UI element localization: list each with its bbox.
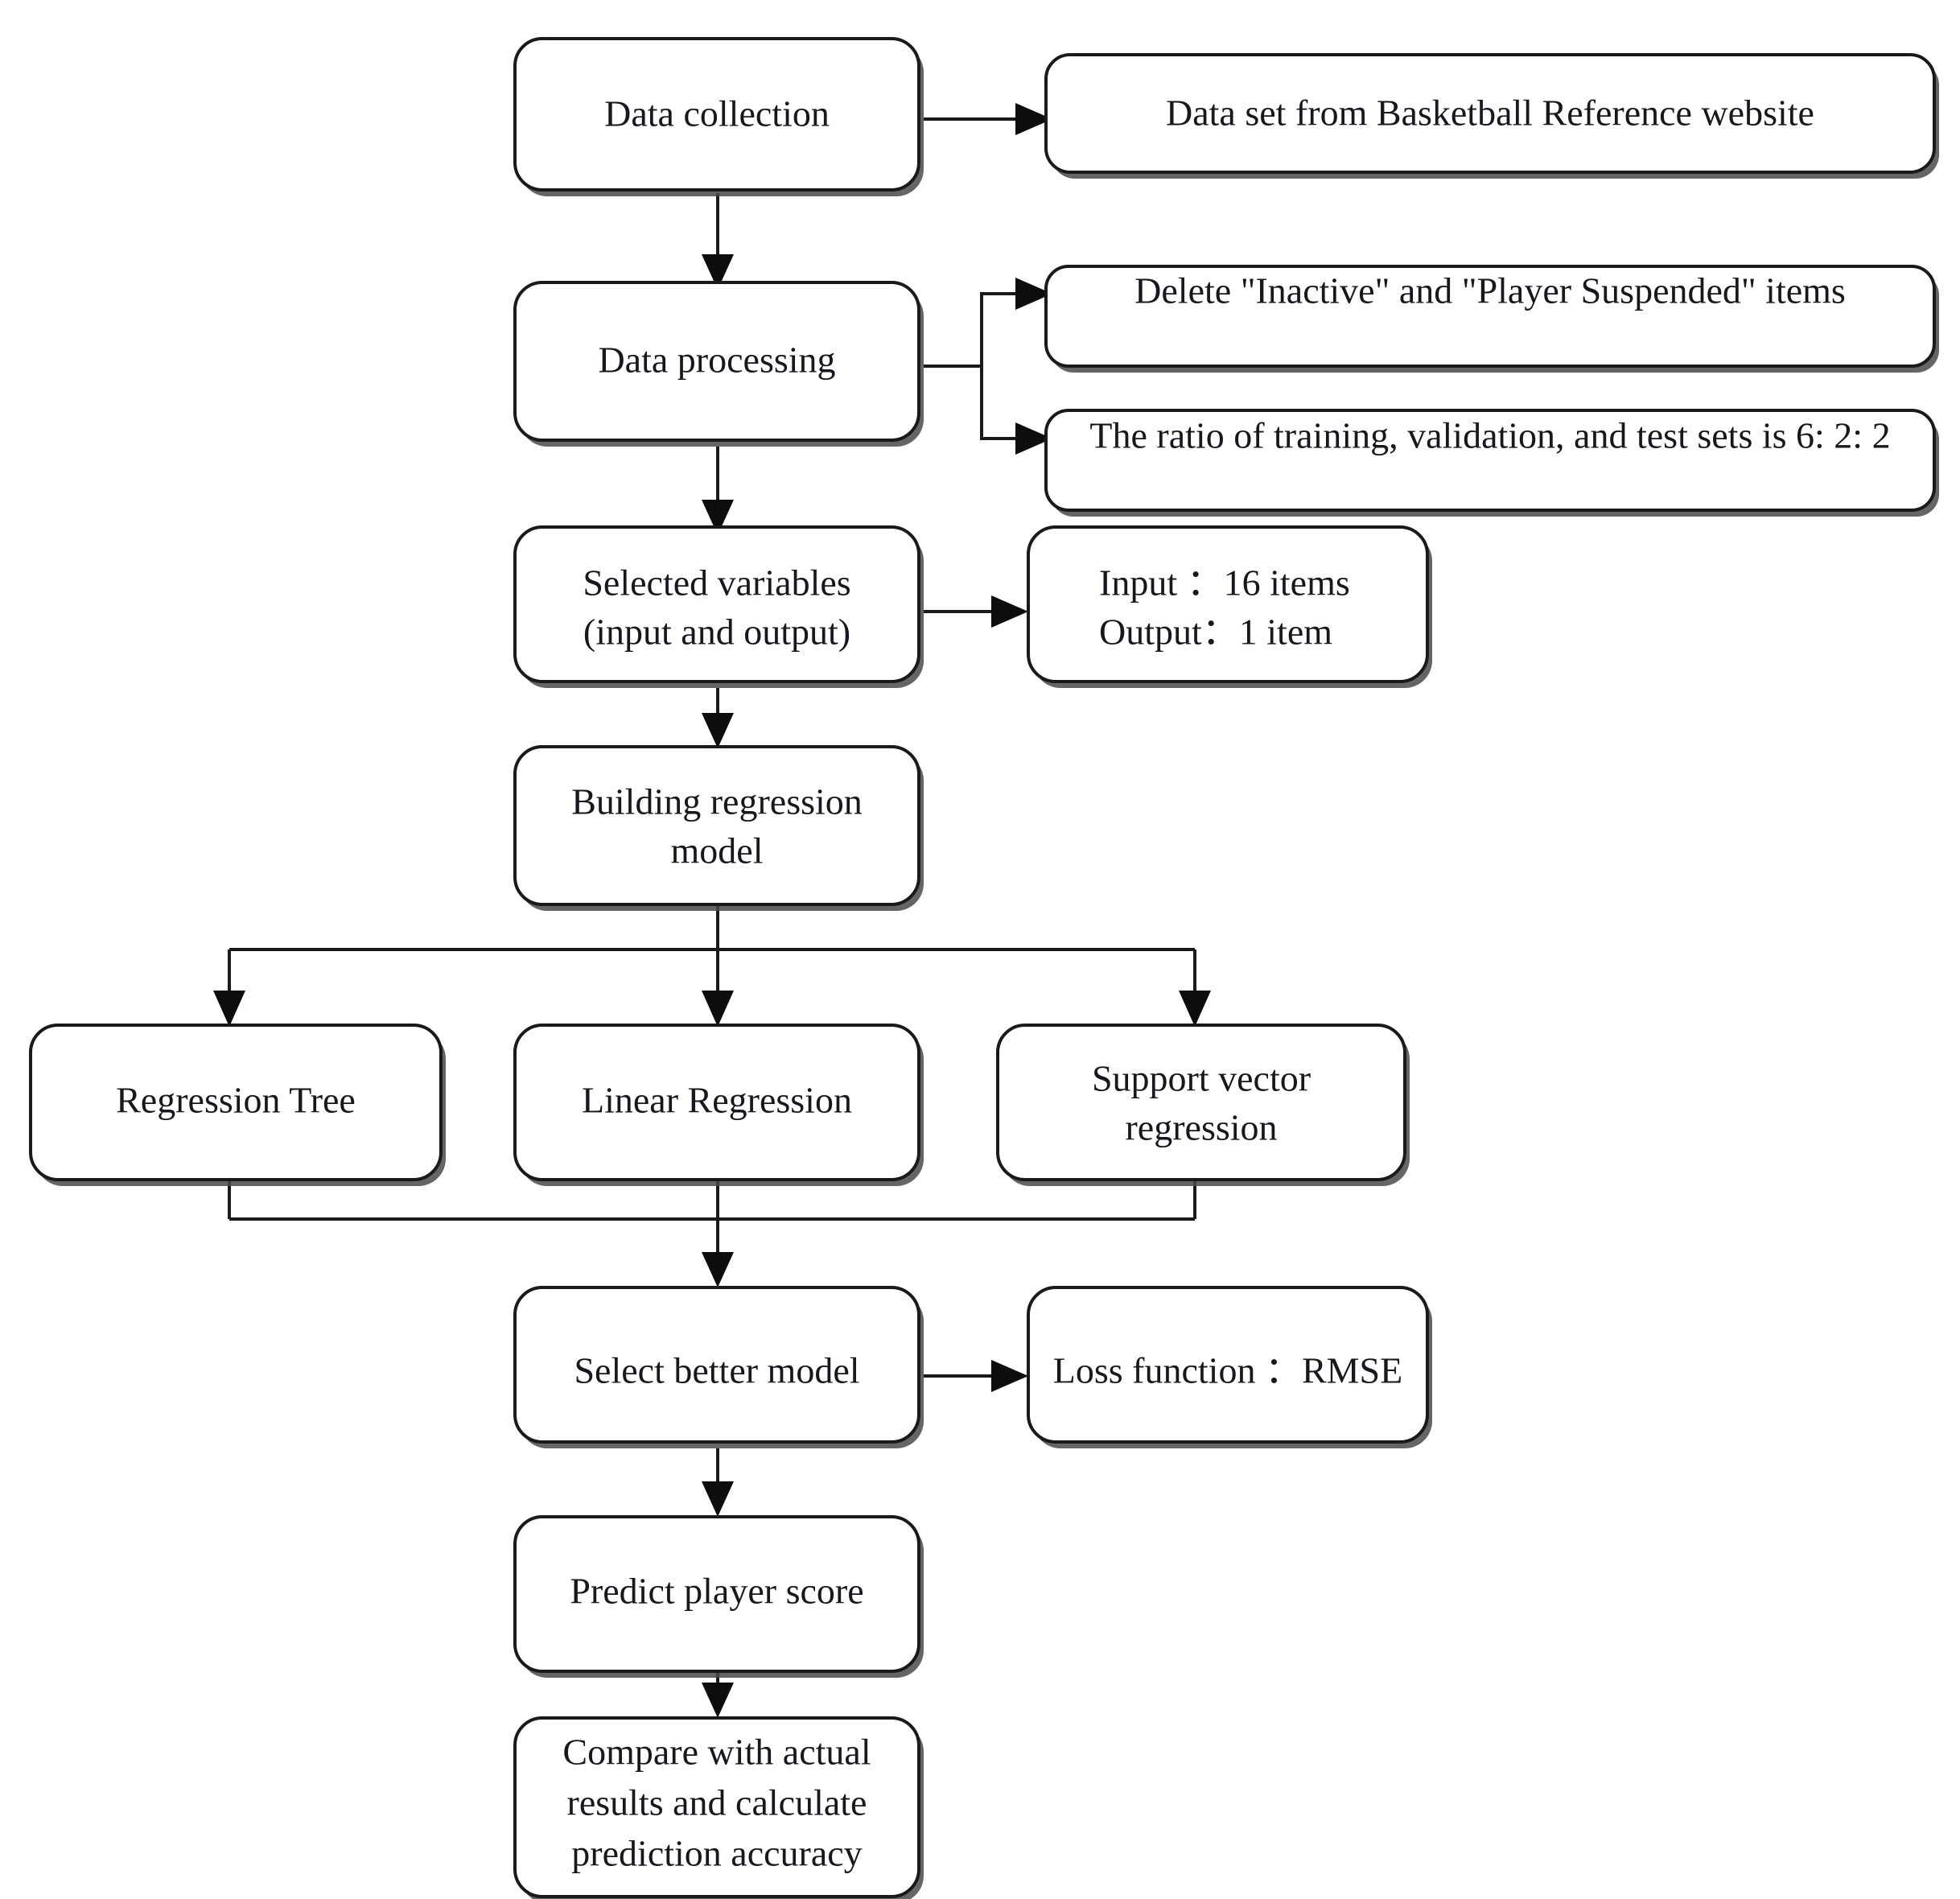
node-support-vector-regression[interactable]: Support vector regression [996,1024,1410,1186]
node-predict-player-score[interactable]: Predict player score [513,1515,924,1678]
node-compare-results[interactable]: Compare with actual results and calculat… [513,1716,924,1899]
node-data-collection[interactable]: Data collection [513,37,924,196]
node-label-compare-line1: Compare with actual [562,1732,871,1773]
node-label-output-count: Output：1 item [1099,612,1332,653]
node-selected-variables[interactable]: Selected variables (input and output) [513,525,924,688]
node-label-data-source: Data set from Basketball Reference websi… [1166,93,1814,134]
node-label-svr-line2: regression [1125,1107,1277,1148]
node-label-data-collection: Data collection [604,93,830,134]
node-variable-counts[interactable]: Input ：16 items Output：1 item [1027,525,1432,688]
node-label-building-model-line1: Building regression [571,781,863,822]
connector-select-to-predict [702,1448,734,1517]
node-regression-tree[interactable]: Regression Tree [29,1024,446,1186]
node-label-select-better-model: Select better model [574,1350,859,1391]
node-label-building-model-line2: model [671,830,764,871]
node-linear-regression[interactable]: Linear Regression [513,1024,924,1186]
node-data-source[interactable]: Data set from Basketball Reference websi… [1044,53,1939,179]
node-split-ratio[interactable]: The ratio of training, validation, and t… [1044,409,1939,517]
connector-models-merge-bus [228,1181,1196,1287]
node-label-split-ratio: The ratio of training, validation, and t… [1089,415,1890,456]
node-label-input-count: Input ：16 items [1099,562,1350,603]
connector-processing-to-variables [702,447,734,535]
connector-processing-branch [924,278,1052,455]
node-label-regression-tree: Regression Tree [116,1080,356,1121]
connector-select-to-loss [924,1360,1028,1392]
node-delete-items[interactable]: Delete "Inactive" and "Player Suspended"… [1044,265,1939,373]
node-label-svr-line1: Support vector [1092,1058,1311,1099]
node-label-linear-regression: Linear Regression [582,1080,852,1121]
node-select-better-model[interactable]: Select better model [513,1286,924,1448]
node-building-model[interactable]: Building regression model [513,745,924,911]
node-label-compare-line3: prediction accuracy [571,1833,862,1874]
connector-variables-to-building [702,688,734,748]
node-label-delete-items: Delete "Inactive" and "Player Suspended"… [1134,270,1846,311]
node-label-selected-variables-line1: Selected variables [583,562,850,603]
node-label-compare-line2: results and calculate [567,1782,867,1823]
connector-variables-to-counts [924,595,1028,628]
node-label-predict-player-score: Predict player score [570,1571,863,1612]
connector-data-collection-to-source [924,103,1052,135]
node-label-loss-function: Loss function ：RMSE [1053,1350,1402,1391]
node-label-selected-variables-line2: (input and output) [583,612,850,653]
node-label-data-processing: Data processing [598,340,835,381]
connector-data-collection-to-processing [702,193,734,290]
node-loss-function[interactable]: Loss function ：RMSE [1027,1286,1432,1448]
connector-building-to-models-bus [213,905,1211,1027]
node-data-processing[interactable]: Data processing [513,281,924,447]
